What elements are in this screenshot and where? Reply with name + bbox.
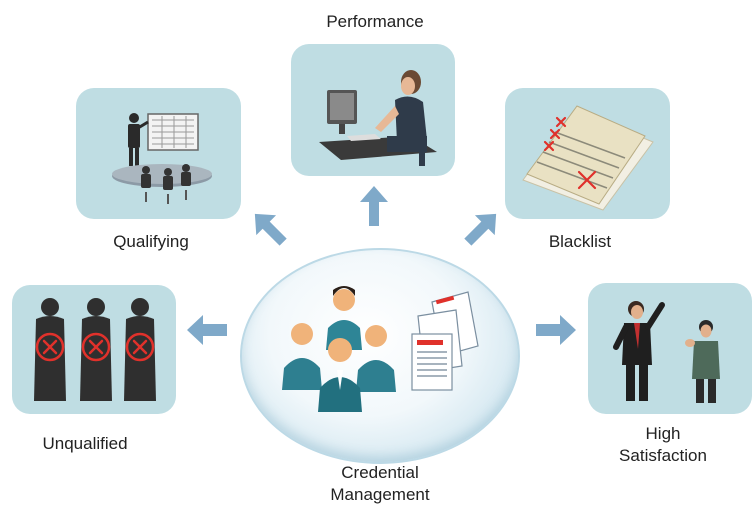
woman-at-computer-icon	[319, 70, 437, 166]
unqualified-box	[12, 285, 176, 414]
credential-management-label: Credential Management	[300, 462, 460, 506]
high-satisfaction-line2: Satisfaction	[619, 446, 707, 465]
crossed-out-list-icon	[522, 105, 654, 211]
performance-label: Performance	[326, 12, 424, 31]
rejected-people-icon	[34, 298, 156, 401]
arrow-up-right-icon	[464, 213, 497, 246]
qualifying-box	[76, 88, 241, 219]
blacklist-box	[505, 88, 670, 219]
blacklist-label: Blacklist	[548, 232, 612, 251]
arrow-up-left-icon	[254, 213, 287, 246]
credential-management-ellipse	[240, 248, 520, 464]
credential-management-line1: Credential	[341, 463, 419, 482]
high-satisfaction-line1: High	[645, 424, 681, 443]
performance-box	[291, 44, 455, 176]
presentation-meeting-icon	[112, 113, 212, 204]
applause-people-icon	[613, 301, 720, 403]
team-documents-icon	[282, 286, 479, 412]
arrow-left-icon	[187, 315, 227, 345]
credential-management-line2: Management	[330, 485, 430, 504]
high-satisfaction-label: High Satisfaction	[598, 423, 728, 467]
high-satisfaction-box	[588, 283, 752, 414]
unqualified-label: Unqualified	[42, 434, 128, 453]
arrow-up-icon	[360, 186, 388, 226]
qualifying-label: Qualifying	[113, 232, 189, 251]
arrow-right-icon	[536, 315, 576, 345]
